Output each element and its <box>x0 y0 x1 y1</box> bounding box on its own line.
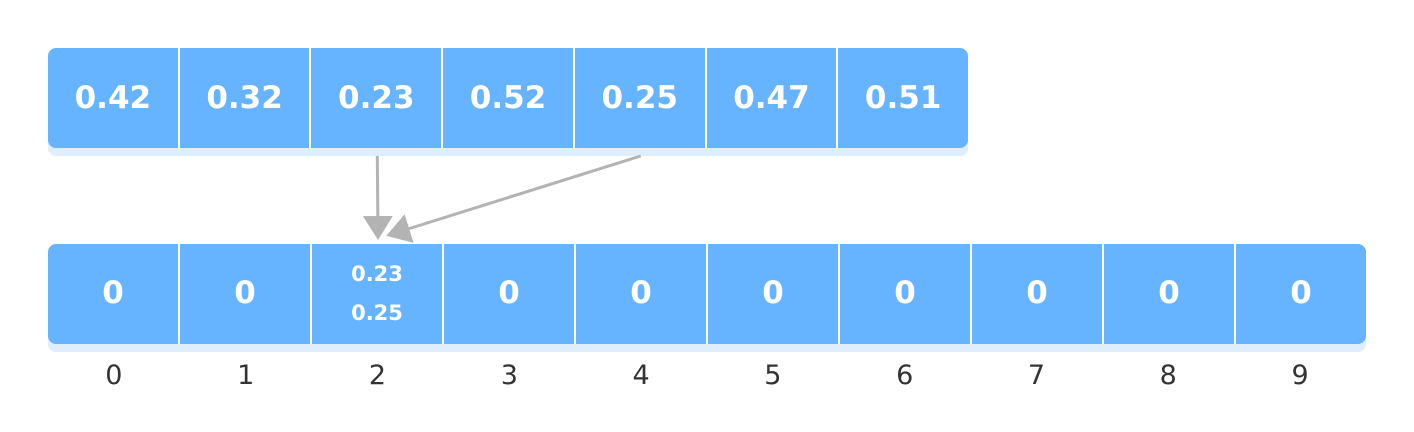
bucket-entry: 0 <box>102 275 124 312</box>
input-cell-1: 0.32 <box>179 48 312 148</box>
input-cell-4: 0.25 <box>574 48 707 148</box>
bucket-index-4: 4 <box>632 360 650 391</box>
bucket-entry: 0 <box>630 275 652 312</box>
input-cell-3: 0.52 <box>443 48 575 148</box>
bucket-index-0: 0 <box>105 360 123 391</box>
bucket-cell-3: 0 <box>444 244 576 344</box>
bucket-index-2: 2 <box>368 360 387 391</box>
input-cell-0: 0.42 <box>48 48 180 148</box>
input-cell-6: 0.51 <box>838 48 968 148</box>
input-cell-5: 0.47 <box>706 48 839 148</box>
bucket-index-9: 9 <box>1291 360 1309 391</box>
bucket-index-5: 5 <box>764 360 782 391</box>
bucket-index-7: 7 <box>1027 360 1046 391</box>
bucket-cell-6: 0 <box>840 244 972 344</box>
bucket-entry: 0.25 <box>351 301 403 325</box>
arrow-line-1 <box>386 154 642 243</box>
bucket-cell-0: 0 <box>48 244 180 344</box>
bucket-entry: 0 <box>894 275 916 312</box>
bucket-index-6: 6 <box>896 360 914 391</box>
bucket-cell-9: 0 <box>1236 244 1366 344</box>
bucket-index-1: 1 <box>237 360 255 391</box>
bucket-entry: 0 <box>498 275 520 312</box>
bucket-entry: 0.23 <box>351 262 403 287</box>
bucket-index-3: 3 <box>500 360 518 391</box>
bucket-entry: 0 <box>234 275 256 312</box>
input-array: 0.42 0.32 0.23 0.52 0.25 0.47 0.51 <box>48 48 968 148</box>
bucket-entry: 0 <box>1290 275 1312 312</box>
bucket-index-8: 8 <box>1159 360 1177 391</box>
bucket-entry: 0 <box>762 275 784 312</box>
bucket-cell-4: 0 <box>576 244 708 344</box>
bucket-array: 0 0 0.23 0.25 0 0 0 0 0 0 0 <box>48 244 1366 344</box>
bucket-indices: 0 1 2 3 4 5 6 7 8 9 <box>48 356 1366 396</box>
bucket-cell-5: 0 <box>708 244 840 344</box>
bucket-entry: 0 <box>1158 275 1180 312</box>
bucket-cell-8: 0 <box>1104 244 1236 344</box>
bucket-cell-7: 0 <box>972 244 1104 344</box>
arrow-line-0 <box>362 155 393 240</box>
bucket-entry: 0 <box>1026 275 1048 312</box>
bucket-cell-1: 0 <box>180 244 312 344</box>
bucket-cell-2: 0.23 0.25 <box>312 244 444 344</box>
input-cell-2: 0.23 <box>311 48 444 148</box>
